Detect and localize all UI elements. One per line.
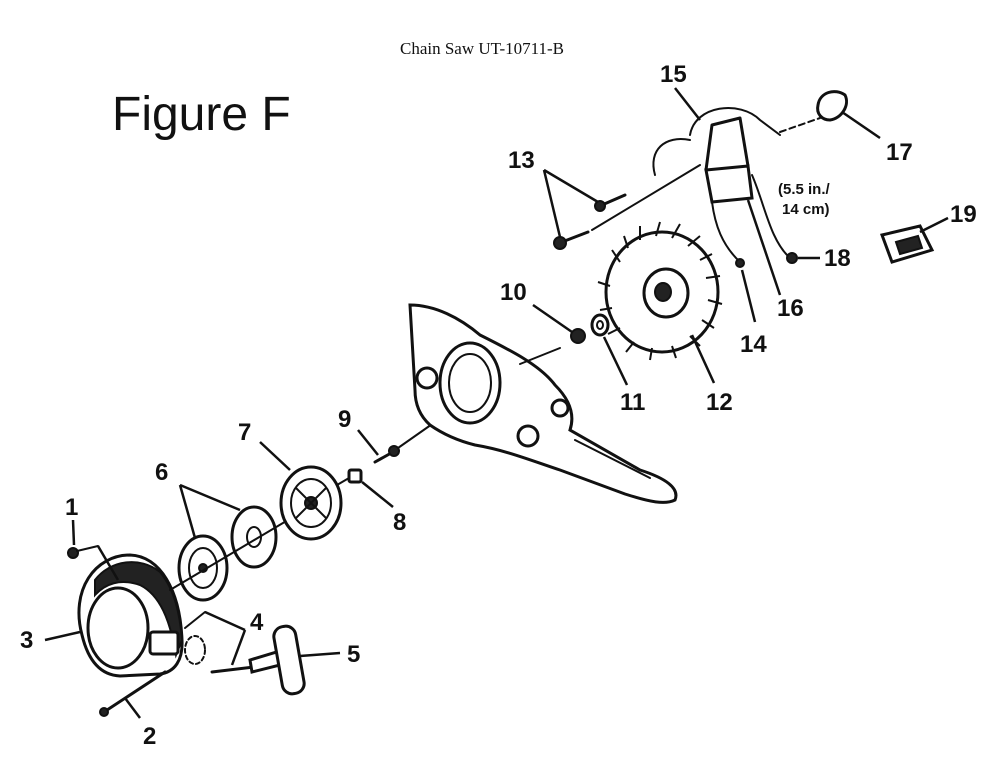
callout-10: 10 — [500, 279, 527, 306]
washer-part-11 — [590, 313, 610, 337]
screw-part-1 — [67, 545, 99, 559]
spark-plug-boot-part-17 — [779, 90, 848, 133]
leader-lines — [44, 87, 949, 719]
callout-15: 15 — [660, 61, 687, 88]
bolt-part-9 — [373, 445, 400, 464]
crankcase-cover — [408, 303, 678, 504]
nut-part-10 — [570, 328, 586, 344]
callout-3: 3 — [20, 627, 33, 654]
switch-part-19 — [880, 224, 935, 264]
callout-4: 4 — [250, 609, 264, 636]
callout-16: 16 — [777, 295, 804, 322]
ignition-module-part-16 — [704, 116, 754, 204]
callout-18: 18 — [824, 245, 851, 272]
wire-part-15 — [652, 107, 781, 176]
callout-19: 19 — [950, 201, 977, 228]
callout-1: 1 — [65, 494, 78, 521]
document-title: Chain Saw UT-10711-B — [400, 39, 564, 58]
wire-length-note-line-2: 14 cm) — [782, 201, 830, 218]
screws-part-13 — [553, 193, 627, 250]
callout-13: 13 — [508, 147, 535, 174]
callout-14: 14 — [740, 331, 767, 358]
wire-length-note-line-1: (5.5 in./ — [778, 181, 831, 198]
washer-part-6 — [230, 505, 278, 569]
callout-11: 11 — [620, 389, 645, 416]
spring-pulley-part-6 — [177, 534, 229, 602]
callout-5: 5 — [347, 641, 360, 668]
callout-12: 12 — [706, 389, 733, 416]
starter-handle-part-5 — [248, 624, 306, 696]
lead-wire-part-18 — [751, 174, 798, 264]
pawl-plate-part-7 — [279, 465, 343, 541]
callout-17: 17 — [886, 139, 913, 166]
pin-part-2 — [99, 670, 167, 717]
callout-2: 2 — [143, 723, 156, 750]
callout-6: 6 — [155, 459, 168, 486]
flywheel-part-12 — [597, 221, 723, 361]
figure-title: Figure F — [112, 88, 291, 141]
callout-8: 8 — [393, 509, 406, 536]
ground-wire-part-14 — [711, 201, 745, 268]
starter-housing — [77, 553, 184, 678]
nut-part-8 — [336, 468, 363, 486]
callout-7: 7 — [238, 419, 251, 446]
callout-9: 9 — [338, 406, 351, 433]
